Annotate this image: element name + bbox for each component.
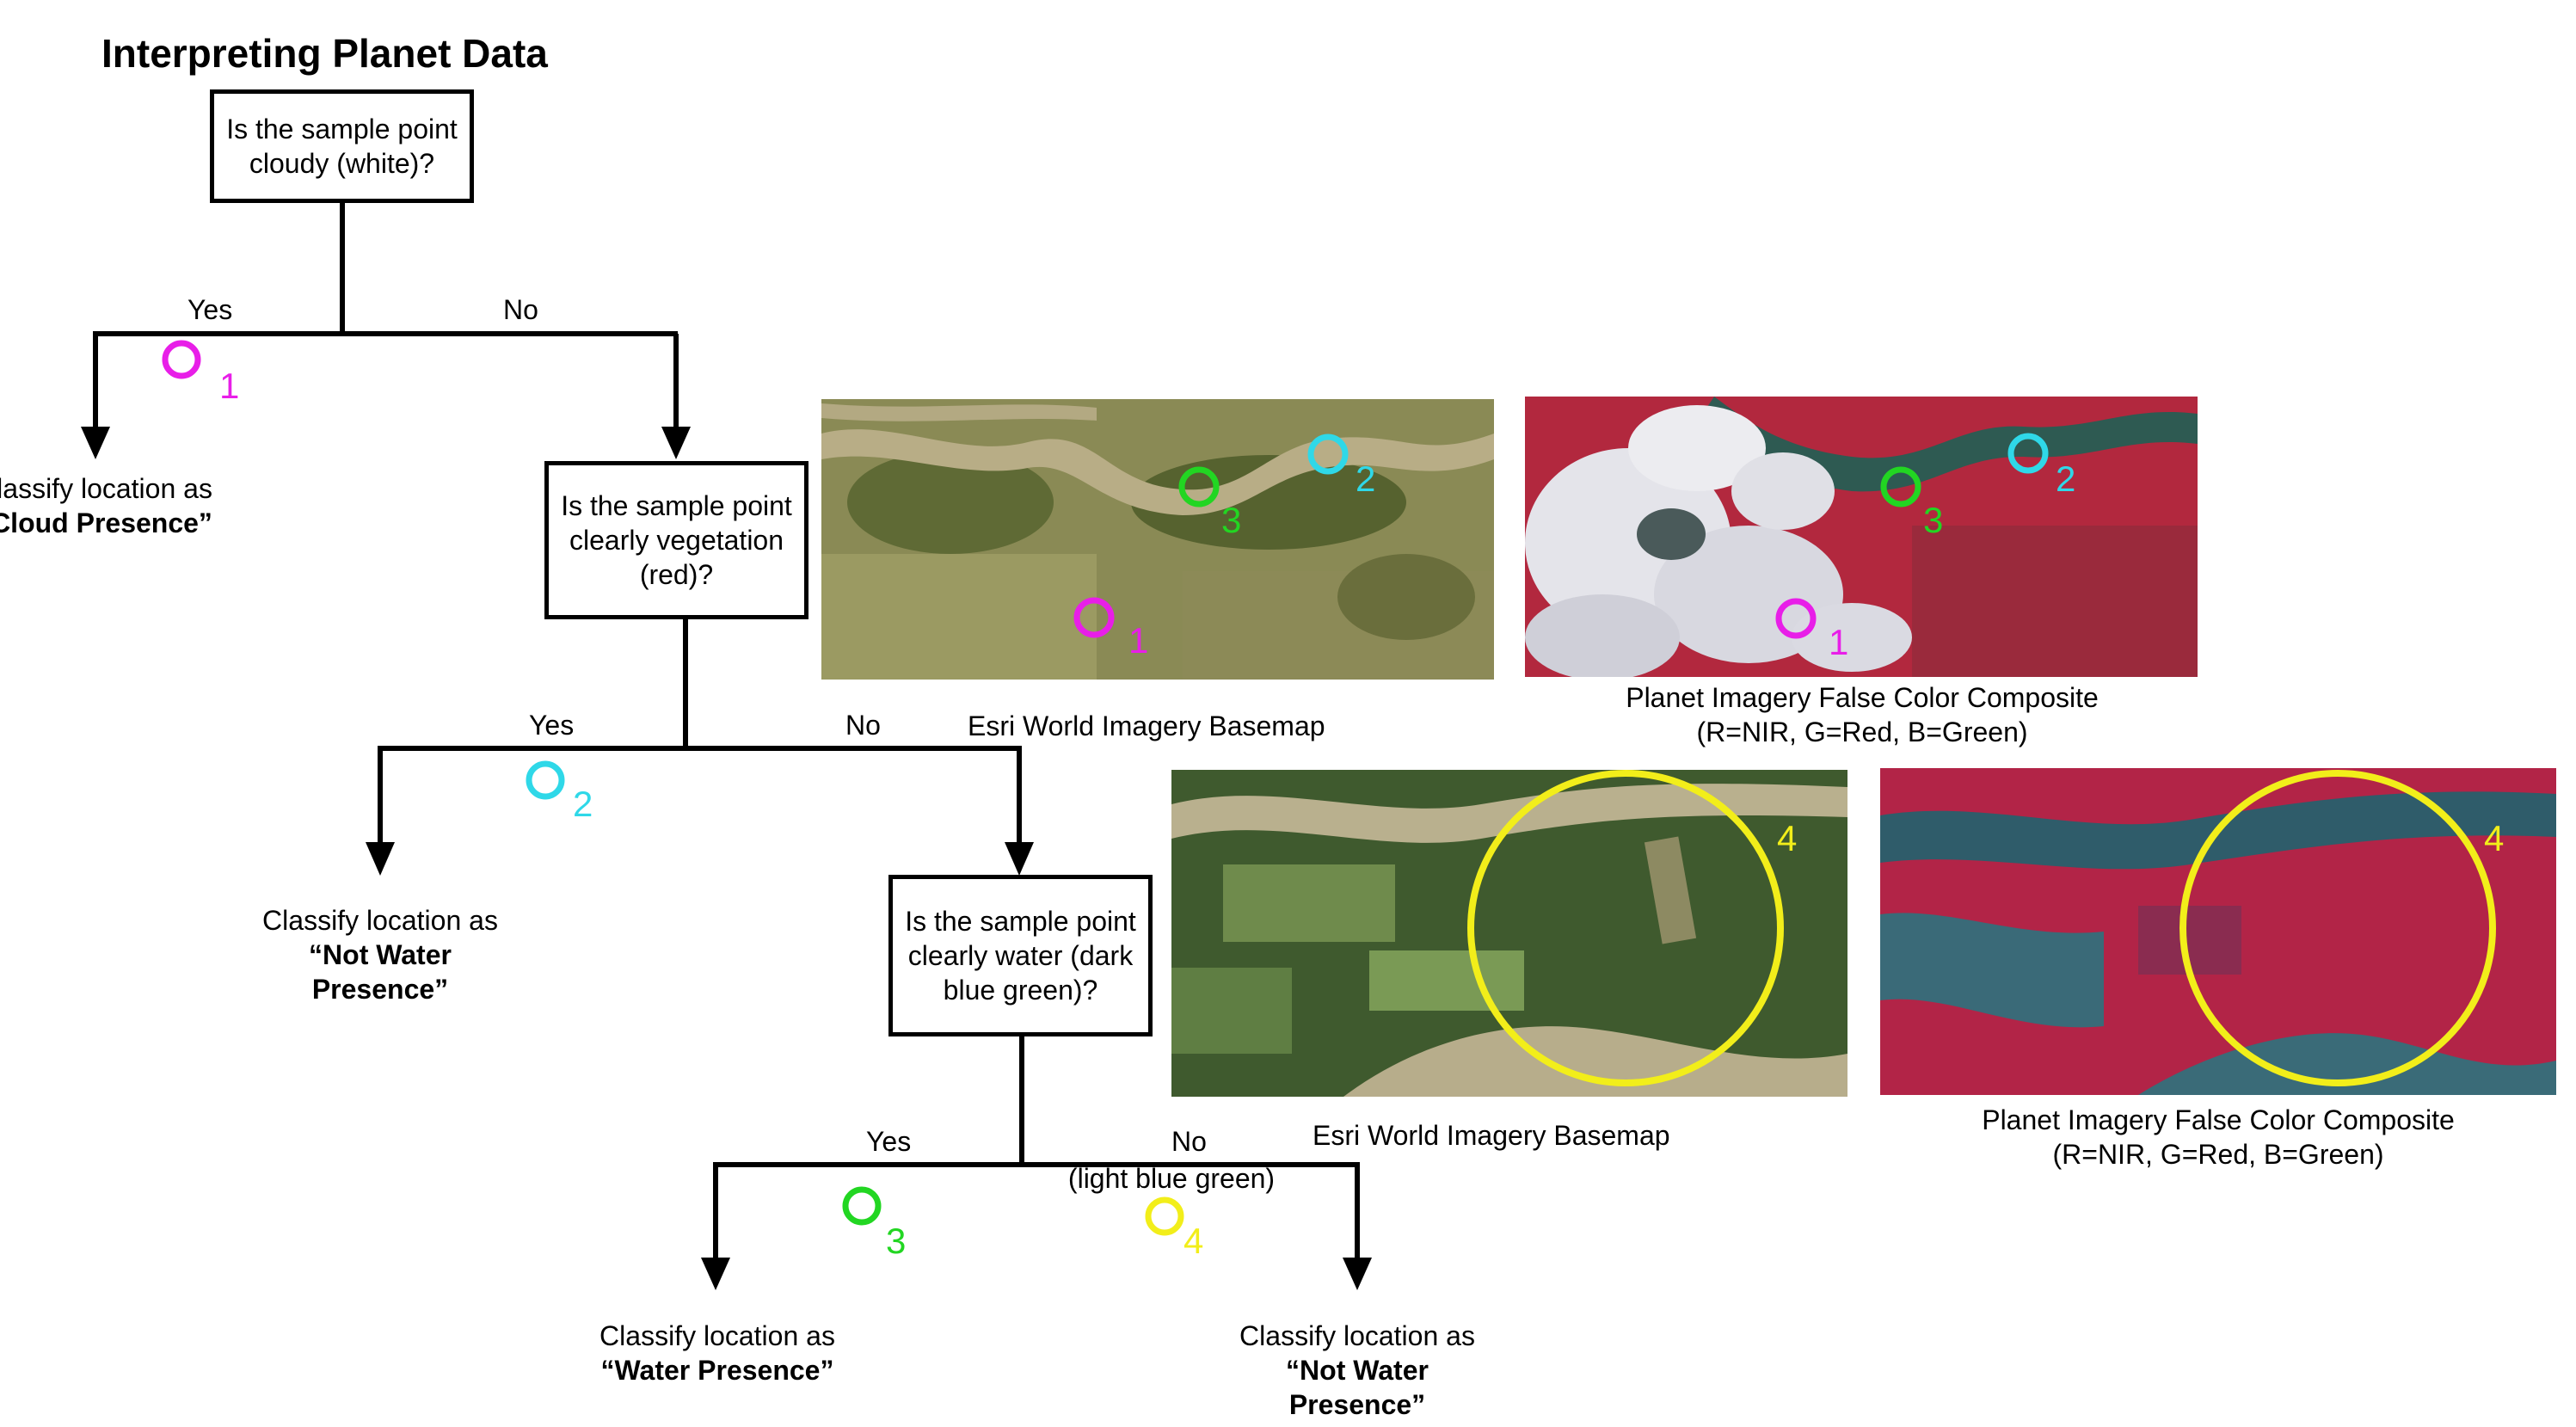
image-marker-number: 2 [1356,458,1376,499]
question-text: Is the sample point clearly water (dark … [905,906,1136,1006]
branch-note: (light blue green) [1067,1163,1276,1194]
branch-label-yes: Yes [529,710,575,741]
image-marker-number: 1 [1829,622,1849,662]
arrowhead [366,842,395,876]
image-marker-number: 3 [1923,500,1944,540]
page-title: Interpreting Planet Data [101,31,548,76]
image-marker-number: 1 [1128,620,1149,661]
image-marker-number: 2 [2056,458,2076,499]
branch-label-no: No [1171,1126,1207,1157]
marker-4-circle [1145,1196,1184,1236]
caption-planet-bottom: Planet Imagery False Color Composite (R=… [1939,1103,2498,1172]
question-text: Is the sample point cloudy (white)? [226,114,458,179]
caption-line: Planet Imagery False Color Composite [1982,1104,2455,1135]
outcome-not-water-presence: Classify location as “Not Water Presence… [243,903,518,1006]
esri-basemap-image-top [821,399,1494,680]
caption-planet-top: Planet Imagery False Color Composite (R=… [1583,680,2142,749]
marker-1-circle [162,340,201,379]
arrowhead [661,427,691,459]
image-marker-number: 4 [1777,818,1798,858]
branch-label-yes: Yes [866,1126,912,1157]
caption-line: Planet Imagery False Color Composite [1626,682,2099,713]
outcome-label: “Cloud Presence” [0,507,212,538]
marker-number: 2 [573,784,593,824]
arrowhead [81,427,110,459]
image-marker-number: 4 [2484,818,2505,858]
branch-label-no: No [503,294,538,325]
marker-number: 1 [219,366,240,406]
arrowhead [701,1258,730,1290]
planet-false-color-image-top [1525,397,2198,677]
outcome-prefix: Classify location as [0,473,212,504]
branch-label-no: No [845,710,881,741]
outcome-prefix: Classify location as [262,905,498,936]
caption-esri-bottom: Esri World Imagery Basemap [1313,1120,1670,1151]
outcome-label: “Not Water Presence” [1286,1355,1429,1420]
outcome-water-presence: Classify location as “Water Presence” [580,1319,855,1387]
question-box-vegetation: Is the sample point clearly vegetation (… [544,461,808,619]
planet-false-color-image-bottom [1880,768,2556,1095]
marker-number: 3 [886,1221,907,1261]
branch-label-yes: Yes [188,294,233,325]
marker-number: 4 [1183,1221,1204,1261]
caption-esri-top: Esri World Imagery Basemap [968,710,1325,741]
outcome-label: “Water Presence” [600,1355,834,1386]
arrowhead [1343,1258,1372,1290]
outcome-not-water-presence: Classify location as “Not Water Presence… [1220,1319,1495,1422]
question-box-water: Is the sample point clearly water (dark … [888,875,1153,1036]
outcome-prefix: Classify location as [599,1320,835,1351]
outcome-label: “Not Water Presence” [309,939,452,1005]
question-box-cloudy: Is the sample point cloudy (white)? [210,89,474,203]
image-marker-number: 3 [1221,500,1242,540]
arrowhead [1005,842,1034,876]
caption-line: (R=NIR, G=Red, B=Green) [2052,1139,2384,1170]
marker-3-circle [842,1186,882,1226]
marker-2-circle [526,760,565,800]
outcome-prefix: Classify location as [1239,1320,1475,1351]
esri-basemap-image-bottom [1171,770,1847,1097]
caption-line: (R=NIR, G=Red, B=Green) [1696,717,2028,747]
outcome-cloud-presence: Classify location as “Cloud Presence” [0,471,224,540]
question-text: Is the sample point clearly vegetation (… [561,490,792,590]
